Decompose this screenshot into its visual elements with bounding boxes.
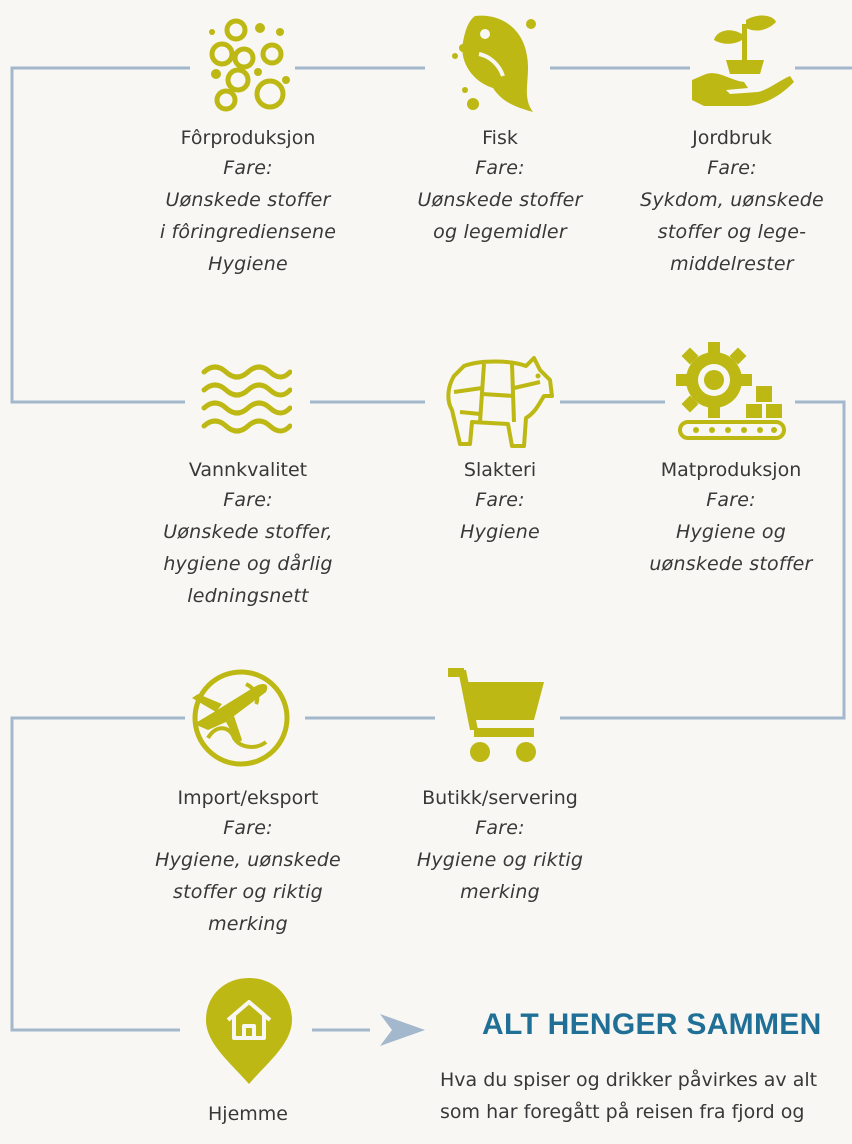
- fish-icon: [452, 15, 536, 112]
- plant-in-hand-icon: [692, 15, 794, 106]
- step-title: Slakteri: [463, 459, 537, 481]
- step-title: Fisk: [482, 127, 518, 149]
- connector-row3-left: [10, 716, 185, 1032]
- step-hazard: Sykdom, uønskede stoffer og lege- middel…: [640, 189, 824, 275]
- step-fare-label: Fare:: [707, 157, 757, 179]
- gear-conveyor-icon: [676, 342, 786, 440]
- step-title: Jordbruk: [692, 127, 772, 149]
- step-fare-label: Fare:: [223, 157, 273, 179]
- connector-row2-right: [560, 400, 846, 720]
- pig-cuts-icon: [446, 356, 554, 448]
- step-slakteri: Slakteri Fare: Hygiene: [410, 456, 590, 548]
- step-vannkvalitet: Vannkvalitet Fare: Uønskede stoffer, hyg…: [130, 456, 366, 612]
- step-butikk-servering: Butikk/servering Fare: Hygiene og riktig…: [386, 784, 614, 908]
- step-fare-label: Fare:: [475, 489, 525, 511]
- step-hazard: Uønskede stoffer i fôringrediensene Hygi…: [159, 189, 337, 275]
- step-jordbruk: Jordbruk Fare: Sykdom, uønskede stoffer …: [620, 124, 844, 280]
- step-fare-label: Fare:: [475, 817, 525, 839]
- water-waves-icon: [201, 364, 292, 434]
- step-hazard: Uønskede stoffer og legemidler: [417, 189, 583, 243]
- home-pin-icon: [206, 978, 292, 1084]
- connector-row1: [10, 66, 190, 404]
- step-hazard: Uønskede stoffer, hygiene og dårlig ledn…: [163, 521, 333, 607]
- step-hazard: Hygiene: [460, 521, 540, 543]
- step-import-eksport: Import/eksport Fare: Hygiene, uønskede s…: [128, 784, 368, 940]
- step-title: Hjemme: [208, 1103, 288, 1125]
- step-hazard: Hygiene og riktig merking: [416, 849, 584, 903]
- step-fare-label: Fare:: [706, 489, 756, 511]
- step-hjemme: Hjemme: [168, 1100, 328, 1128]
- step-hazard: Hygiene, uønskede stoffer og riktig merk…: [155, 849, 341, 935]
- step-matproduksjon: Matproduksjon Fare: Hygiene og uønskede …: [618, 456, 844, 580]
- step-fisk: Fisk Fare: Uønskede stoffer og legemidle…: [382, 124, 618, 248]
- shopping-cart-icon: [448, 668, 544, 762]
- step-hazard: Hygiene og uønskede stoffer: [649, 521, 813, 575]
- plane-globe-icon: [192, 669, 290, 767]
- step-forproduksjon: Fôrproduksjon Fare: Uønskede stoffer i f…: [128, 124, 368, 280]
- step-title: Vannkvalitet: [188, 459, 308, 481]
- step-title: Matproduksjon: [660, 459, 802, 481]
- step-title: Butikk/servering: [422, 787, 578, 809]
- step-fare-label: Fare:: [223, 489, 273, 511]
- summary-headline: ALT HENGER SAMMEN: [482, 1008, 822, 1041]
- step-title: Fôrproduksjon: [180, 127, 316, 149]
- flow-arrow-icon: [312, 1014, 425, 1046]
- feed-pellets-icon: [209, 18, 290, 112]
- step-fare-label: Fare:: [223, 817, 273, 839]
- step-title: Import/eksport: [177, 787, 319, 809]
- step-fare-label: Fare:: [475, 157, 525, 179]
- summary-body: Hva du spiser og drikker påvirkes av alt…: [440, 1069, 818, 1123]
